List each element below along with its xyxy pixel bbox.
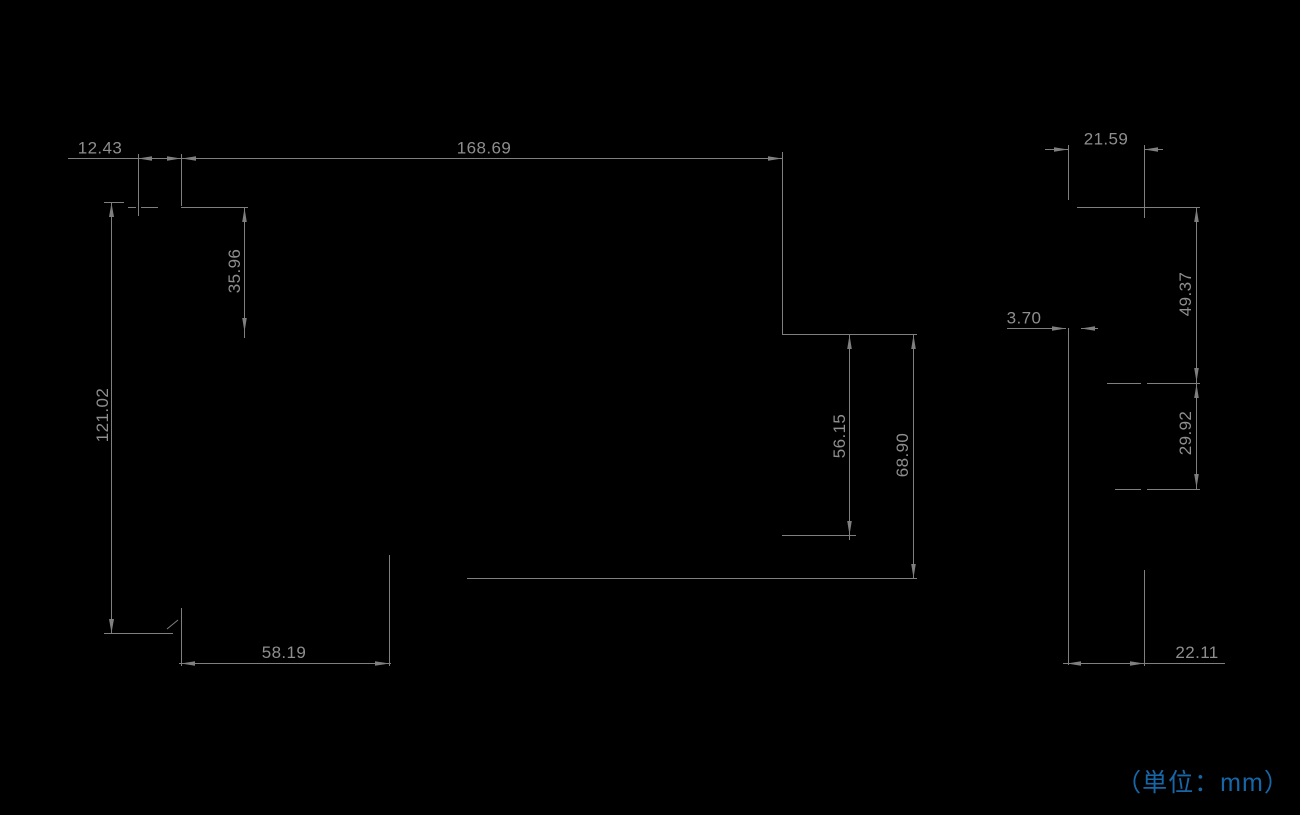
arrowhead <box>768 156 782 161</box>
dim-label-thickness: 3.70 <box>1007 309 1042 328</box>
arrowhead <box>1194 384 1199 398</box>
dim-label-width-bottom: 22.11 <box>1175 643 1218 662</box>
arrowhead <box>1194 474 1199 488</box>
dimension-height-top-step: 35.96 <box>181 207 248 338</box>
arrowhead <box>242 318 247 332</box>
dim-label-height-total: 121.02 <box>93 388 112 442</box>
dim-label-height-top-step: 35.96 <box>225 249 244 294</box>
arrowhead <box>1067 661 1081 666</box>
arrowhead <box>911 564 916 578</box>
arrowhead <box>1054 147 1068 152</box>
arrowhead <box>109 203 114 217</box>
arrowhead <box>242 208 247 222</box>
arrowhead <box>1052 326 1066 331</box>
part-edge <box>166 619 179 630</box>
dim-label-height-upper: 49.37 <box>1176 272 1195 317</box>
dimension-height-upper: 49.37 <box>1077 207 1200 489</box>
dim-label-width-notch: 58.19 <box>262 643 307 662</box>
dimension-width-bottom: 22.11 <box>1063 570 1225 666</box>
dim-label-width-offset: 12.43 <box>78 139 123 158</box>
arrowhead <box>1194 208 1199 222</box>
dim-label-height-right: 68.90 <box>893 433 912 478</box>
arrowhead <box>1144 147 1158 152</box>
arrowhead <box>847 335 852 349</box>
arrowhead <box>167 156 181 161</box>
dimension-height-step: 56.15 <box>782 334 917 540</box>
arrowhead <box>847 521 852 535</box>
dimension-thickness: 3.70 <box>1007 309 1098 665</box>
dimension-height-total: 121.02 <box>93 202 173 634</box>
dimension-height-middle: 29.92 <box>1115 384 1200 490</box>
dimension-height-right: 68.90 <box>467 334 917 579</box>
side-view: 21.59 3.70 49.37 29.92 <box>1007 130 1225 666</box>
unit-note: （単位：mm） <box>1116 769 1290 797</box>
dimension-width-notch: 58.19 <box>166 555 391 666</box>
front-view: 12.43 168.69 35.96 121.02 <box>68 139 917 666</box>
arrowhead <box>182 156 196 161</box>
dim-label-height-middle: 29.92 <box>1176 411 1195 456</box>
arrowhead <box>1081 326 1095 331</box>
dim-label-height-step: 56.15 <box>830 414 849 459</box>
dim-label-width-total: 168.69 <box>457 139 511 158</box>
arrowhead <box>109 619 114 633</box>
dimension-width-top: 21.59 <box>1045 130 1163 218</box>
dimension-width-total: 12.43 168.69 <box>68 139 783 334</box>
dim-label-width-top: 21.59 <box>1084 130 1129 149</box>
arrowhead <box>138 156 152 161</box>
arrowhead <box>1194 368 1199 382</box>
arrowhead <box>1130 661 1144 666</box>
arrowhead <box>911 335 916 349</box>
arrowhead <box>181 661 195 666</box>
arrowhead <box>375 661 389 666</box>
